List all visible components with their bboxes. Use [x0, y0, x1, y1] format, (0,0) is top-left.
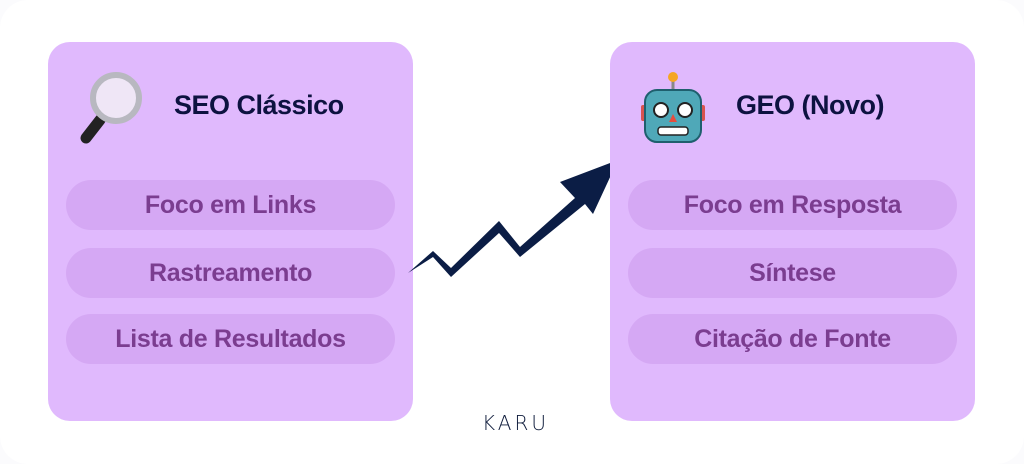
- feature-pill: Lista de Resultados: [66, 314, 395, 364]
- robot-icon: [641, 72, 705, 143]
- seo-classic-card: SEO Clássico Foco em Links Rastreamento …: [48, 42, 413, 421]
- geo-new-card: GEO (Novo) Foco em Resposta Síntese Cita…: [610, 42, 975, 421]
- feature-pill: Citação de Fonte: [628, 314, 957, 364]
- feature-pill: Rastreamento: [66, 248, 395, 298]
- feature-pill: Síntese: [628, 248, 957, 298]
- karu-logo: KARU: [482, 411, 549, 435]
- magnifying-glass-icon: [80, 72, 142, 144]
- card-title: GEO (Novo): [736, 90, 885, 120]
- card-title: SEO Clássico: [174, 90, 344, 120]
- feature-pill: Foco em Links: [66, 180, 395, 230]
- feature-pill: Foco em Resposta: [628, 180, 957, 230]
